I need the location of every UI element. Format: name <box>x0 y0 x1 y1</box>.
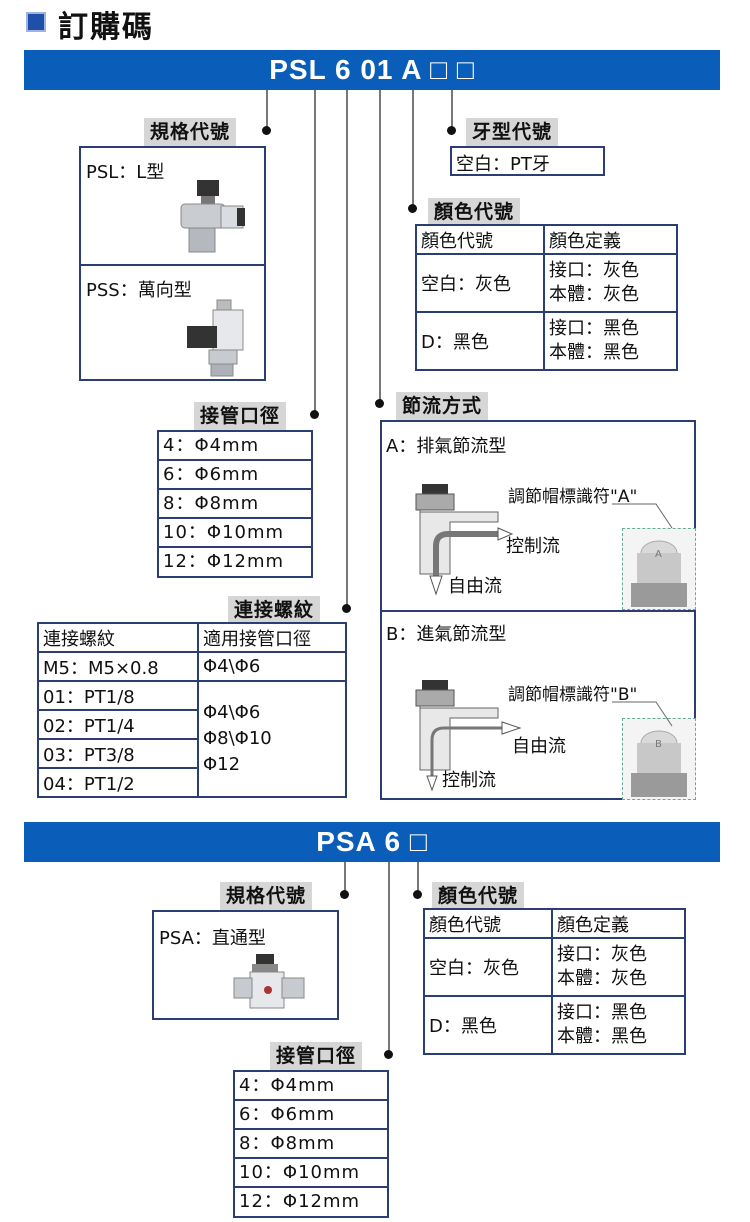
title-icon <box>26 12 46 32</box>
psa-spec-label: 規格代號 <box>220 882 313 910</box>
psa-fitting-image <box>233 954 305 1009</box>
psa-spec-item: PSA：直通型 <box>159 928 266 949</box>
spec-box: PSL：L型 PSS：萬向型 <box>79 146 266 381</box>
thread-m5-applicable: Φ4\Φ6 <box>197 651 347 682</box>
thread-header-1: 連接螺紋 <box>37 622 199 653</box>
thread-header-2: 適用接管口徑 <box>197 622 347 653</box>
flow-a-title: A：排氣節流型 <box>386 436 507 457</box>
thread-m5: M5：M5×0.8 <box>37 651 199 682</box>
thread-row: 01：PT1/8 <box>37 680 199 711</box>
psa-spec-box: PSA：直通型 <box>152 910 339 1020</box>
flow-b-out1: 自由流 <box>512 736 566 757</box>
flow-box: A：排氣節流型 調節帽標識符"A" 控制流 自由流 A B：進氣節流型 調節帽標… <box>380 420 696 800</box>
flow-b-title: B：進氣節流型 <box>386 624 507 645</box>
thread-row: 03：PT3/8 <box>37 738 199 769</box>
flow-b-cap-image: B <box>622 718 696 800</box>
psa-tube-item: 6：Φ6mm <box>235 1101 387 1130</box>
thread-row: 04：PT1/2 <box>37 767 199 798</box>
flow-b-cap: 調節帽標識符"B" <box>508 685 638 705</box>
thread-type-box: 空白：PT牙 <box>450 146 605 176</box>
flow-label: 節流方式 <box>396 392 489 420</box>
flow-a-out1: 控制流 <box>506 536 560 557</box>
psa-color-def-gray: 接口：灰色本體：灰色 <box>551 937 686 997</box>
thread-type-label: 牙型代號 <box>466 118 559 146</box>
psa-tube-item: 8：Φ8mm <box>235 1130 387 1159</box>
spec-psl: PSL：L型 <box>86 162 165 183</box>
psa-color-code-gray: 空白：灰色 <box>423 937 553 997</box>
thread-label: 連接螺紋 <box>228 596 321 624</box>
psl-fitting-image <box>180 180 245 253</box>
psa-tube-item: 4：Φ4mm <box>235 1072 387 1101</box>
psa-code-bar: PSA 6 □ <box>24 822 720 862</box>
psa-color-header-code: 顏色代號 <box>423 908 553 939</box>
tube-item: 4：Φ4mm <box>159 432 311 461</box>
thread-table: 連接螺紋 適用接管口徑 M5：M5×0.8 Φ4\Φ6 01：PT1/8 Φ4\… <box>37 622 347 798</box>
flow-a-cap-image: A <box>622 528 696 610</box>
tube-item: 8：Φ8mm <box>159 490 311 519</box>
color-header-code: 顏色代號 <box>415 224 545 255</box>
psa-tube-item: 10：Φ10mm <box>235 1159 387 1188</box>
psa-color-def-black: 接口：黑色本體：黑色 <box>551 995 686 1055</box>
flow-b-out2: 控制流 <box>442 770 496 791</box>
flow-a-diagram <box>415 484 514 596</box>
psa-color-header-def: 顏色定義 <box>551 908 686 939</box>
spec-pss: PSS：萬向型 <box>86 280 192 301</box>
color-def-black: 接口：黑色本體：黑色 <box>543 311 678 371</box>
psl-code-bar: PSL 6 01 A □ □ <box>24 50 720 90</box>
color-code-black: D：黑色 <box>415 311 545 371</box>
flow-a-cap: 調節帽標識符"A" <box>508 487 638 507</box>
psa-color-code-black: D：黑色 <box>423 995 553 1055</box>
psa-tube-list: 4：Φ4mm 6：Φ6mm 8：Φ8mm 10：Φ10mm 12：Φ12mm <box>233 1070 389 1218</box>
thread-row: 02：PT1/4 <box>37 709 199 740</box>
spec-label: 規格代號 <box>144 118 237 146</box>
tube-item: 6：Φ6mm <box>159 461 311 490</box>
svg-text:B: B <box>655 739 662 750</box>
color-table: 顏色代號 顏色定義 空白：灰色 接口：灰色本體：灰色 D：黑色 接口：黑色本體：… <box>415 224 678 371</box>
color-def-gray: 接口：灰色本體：灰色 <box>543 253 678 313</box>
thread-type-value: 空白：PT牙 <box>456 154 550 175</box>
psa-color-table: 顏色代號 顏色定義 空白：灰色 接口：灰色本體：灰色 D：黑色 接口：黑色本體：… <box>423 908 686 1055</box>
flow-b-diagram <box>415 680 522 792</box>
pss-fitting-image <box>187 299 244 377</box>
color-code-gray: 空白：灰色 <box>415 253 545 313</box>
page-title: 訂購碼 <box>58 10 154 45</box>
tube-item: 10：Φ10mm <box>159 519 311 548</box>
tube-list: 4：Φ4mm 6：Φ6mm 8：Φ8mm 10：Φ10mm 12：Φ12mm <box>157 430 313 578</box>
psa-tube-label: 接管口徑 <box>270 1042 363 1070</box>
psa-color-label: 顏色代號 <box>432 882 525 910</box>
tube-item: 12：Φ12mm <box>163 551 285 572</box>
color-header-def: 顏色定義 <box>543 224 678 255</box>
flow-a-out2: 自由流 <box>448 576 502 597</box>
psa-tube-item: 12：Φ12mm <box>239 1191 361 1212</box>
tube-label: 接管口徑 <box>194 402 287 430</box>
svg-text:A: A <box>655 549 662 560</box>
color-label: 顏色代號 <box>428 198 521 226</box>
